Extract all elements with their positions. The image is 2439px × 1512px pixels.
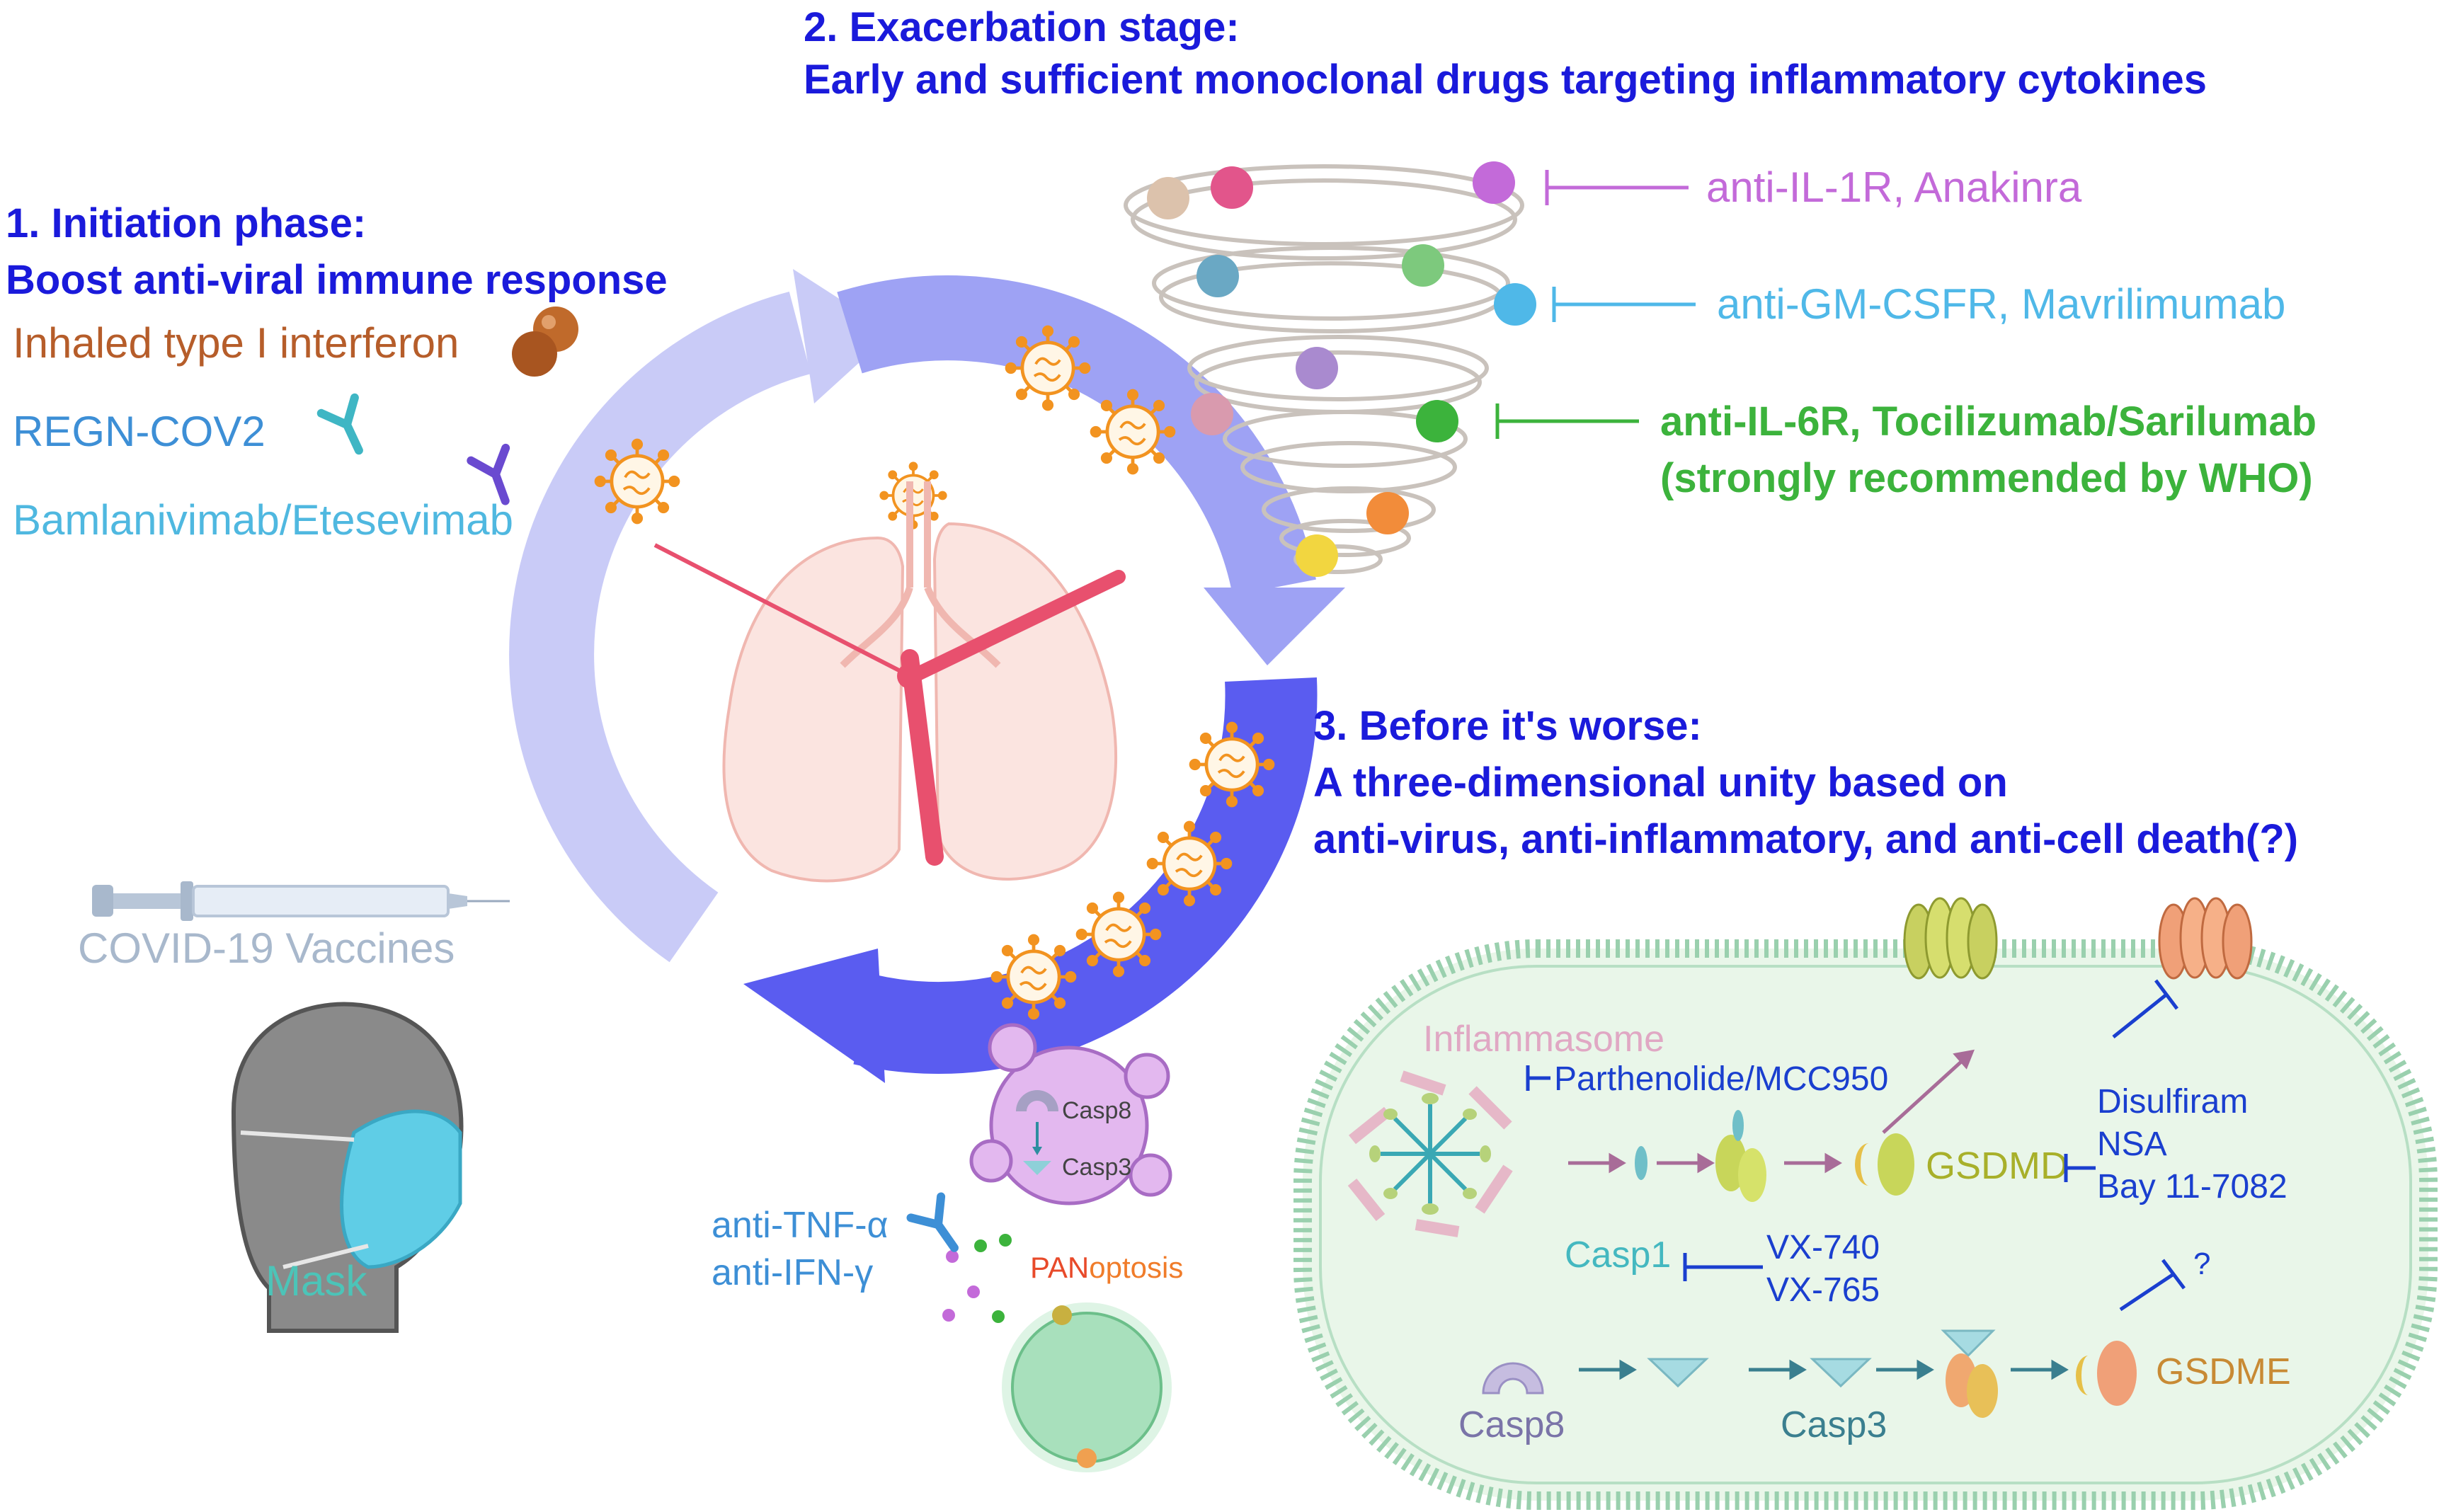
panoptosis-cell: [969, 1023, 1172, 1205]
pro-casp1-icon: [1715, 1110, 1766, 1202]
cycle-arrows: [509, 269, 1345, 1083]
cell-membrane: [1293, 939, 2438, 1510]
stage3-line3: anti-virus, anti-inflammatory, and anti-…: [1313, 816, 2298, 862]
drug-who-note: (strongly recommended by WHO): [1660, 455, 2313, 501]
stage3-title: 3. Before it's worse:: [1313, 703, 1702, 749]
panoptosis-label: PANoptosis: [1030, 1251, 1183, 1284]
parthenolide-label: Parthenolide/MCC950: [1554, 1060, 1888, 1098]
pan-casp8-label: Casp8: [1062, 1097, 1131, 1124]
nsa-label: NSA: [2097, 1126, 2167, 1163]
lungs-illustration: [722, 481, 1118, 883]
anti-tnf-label: anti-TNF-α: [712, 1205, 889, 1246]
casp8-icon: [1482, 1362, 1544, 1394]
stage1-item-bamlanivimab: Bamlanivimab/Etesevimab: [13, 496, 513, 544]
anti-tnf-antibody-icon: [910, 1197, 969, 1259]
regn-antibody-icon: [321, 398, 376, 458]
cytokine-storm-tornado: [1124, 161, 1536, 577]
stage1-item-regn: REGN-COV2: [13, 408, 265, 455]
stage3-line2: A three-dimensional unity based on: [1313, 760, 2008, 806]
dying-cell: [1002, 1302, 1172, 1472]
inflammasome-label: Inflammasome: [1423, 1019, 1664, 1060]
drug-mavrilimumab: anti-GM-CSFR, Mavrilimumab: [1717, 280, 2285, 328]
gsdme-pathway: [1579, 1359, 2069, 1380]
gsdme-pore: [2158, 897, 2253, 980]
gsdme-label: GSDME: [2156, 1351, 2291, 1392]
pro-gsdme-icon: [1941, 1329, 1998, 1418]
stage1-item-interferon: Inhaled type I interferon: [13, 319, 459, 367]
vaccine-label: COVID-19 Vaccines: [78, 924, 455, 972]
mask-person-icon: [231, 1002, 464, 1333]
gsdmd-pathway: [1568, 1049, 1975, 1174]
drug-tocilizumab: anti-IL-6R, Tocilizumab/Sarilumab: [1660, 399, 2317, 445]
stage2-subtitle: Early and sufficient monoclonal drugs ta…: [804, 57, 2207, 103]
stage1-title: 1. Initiation phase:: [6, 200, 366, 246]
casp3-label: Casp3: [1781, 1404, 1887, 1445]
anti-ifn-label: anti-IFN-γ: [712, 1252, 873, 1293]
gsdmd-label: GSDMD: [1926, 1145, 2068, 1187]
bay-label: Bay 11-7082: [2097, 1168, 2287, 1205]
inflammasome-complex: [1347, 1070, 1513, 1237]
syringe-icon: [92, 881, 510, 921]
pan-casp3-label: Casp3: [1062, 1154, 1131, 1181]
drug-anakinra: anti-IL-1R, Anakinra: [1706, 164, 2082, 211]
gsdmd-pore: [1903, 897, 1998, 980]
interferon-molecule-icon: [512, 307, 578, 377]
mask-label: Mask: [265, 1257, 367, 1305]
stage1-subtitle: Boost anti-viral immune response: [6, 257, 668, 303]
casp1-label: Casp1: [1565, 1235, 1671, 1276]
vx740-label: VX-740: [1766, 1229, 1880, 1266]
stage2-title: 2. Exacerbation stage:: [804, 4, 1240, 50]
gsdmd-cleaved-icon: [1855, 1133, 1914, 1196]
unknown-inhibitor-label: ?: [2193, 1247, 2210, 1281]
cytokine-dots: [942, 1234, 1012, 1323]
disulfiram-label: Disulfiram: [2097, 1083, 2248, 1121]
gsdme-cleaved-icon: [2076, 1341, 2137, 1406]
casp8-label: Casp8: [1458, 1404, 1565, 1445]
cytokine-inhibitors: [1495, 170, 1696, 439]
clock-hands: [653, 543, 1126, 866]
vx765-label: VX-765: [1766, 1271, 1880, 1309]
